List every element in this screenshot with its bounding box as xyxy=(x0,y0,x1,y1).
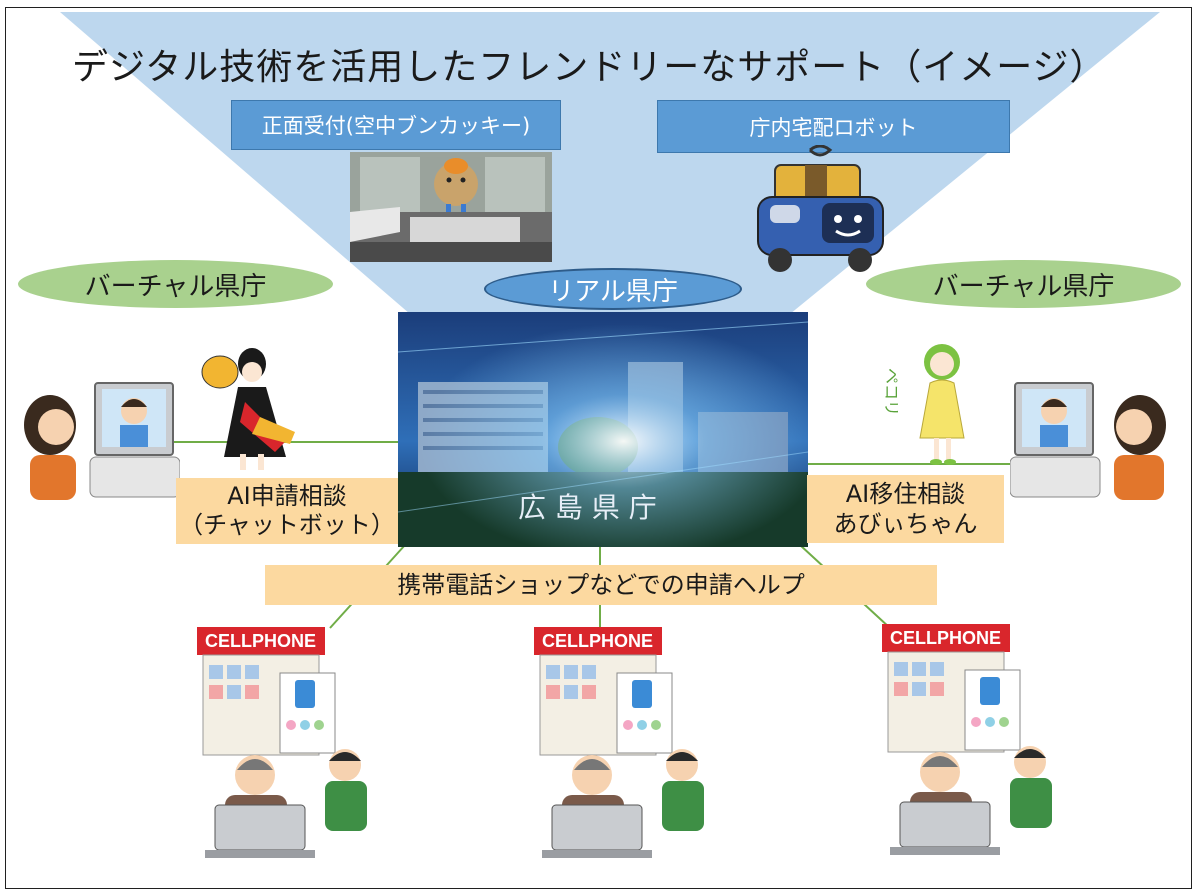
bow-text: ペコリ xyxy=(882,368,901,416)
virtual-office-right-label: バーチャル県庁 xyxy=(866,260,1181,308)
shop-sign-text: CELLPHONE xyxy=(890,628,1001,648)
ai-migration-line1: AI移住相談 xyxy=(845,480,966,508)
ai-application-consult-box: AI申請相談 （チャットボット） xyxy=(176,478,398,544)
ai-migration-consult-box: AI移住相談 あびぃちゃん xyxy=(807,475,1004,543)
delivery-robot-label-box: 庁内宅配ロボット xyxy=(657,100,1010,153)
online-consultation-right-icon xyxy=(1010,382,1166,500)
virtual-office-left-label: バーチャル県庁 xyxy=(18,260,333,308)
cellphone-shop-illustration-icon: CELLPHONE xyxy=(882,624,1052,855)
ai-application-line2: （チャットボット） xyxy=(179,511,395,539)
online-consultation-left-icon xyxy=(24,382,180,500)
page-title: デジタル技術を活用したフレンドリーなサポート（イメージ） xyxy=(72,47,1107,88)
cellphone-shop-1: CELLPHONE xyxy=(195,625,395,880)
shop-application-help-label: 携帯電話ショップなどでの申請ヘルプ xyxy=(265,565,937,605)
connector-right xyxy=(806,463,1016,465)
cellphone-shop-2: CELLPHONE xyxy=(532,625,732,880)
prefectural-office-photo: 広 島 県 庁 xyxy=(398,312,808,547)
building-sign-text: 広 島 県 庁 xyxy=(518,491,657,524)
ai-migration-line2: あびぃちゃん xyxy=(833,510,978,538)
reception-label-box: 正面受付(空中ブンカッキー) xyxy=(231,100,561,150)
cellphone-shop-3: CELLPHONE xyxy=(880,622,1080,877)
ai-application-line1: AI申請相談 xyxy=(227,482,347,510)
cellphone-shop-illustration-icon: CELLPHONE xyxy=(534,627,704,858)
chatbot-character-icon xyxy=(201,348,295,470)
real-office-label: リアル県庁 xyxy=(484,268,742,310)
reception-lobby-image xyxy=(350,152,552,262)
shop-sign-text: CELLPHONE xyxy=(542,631,653,651)
shop-sign-text: CELLPHONE xyxy=(205,631,316,651)
migration-advisor-character-icon: ペコリ xyxy=(882,344,965,465)
mascot-icon xyxy=(434,158,478,212)
delivery-robot-icon xyxy=(757,145,884,272)
cellphone-shop-illustration-icon: CELLPHONE xyxy=(197,627,367,858)
